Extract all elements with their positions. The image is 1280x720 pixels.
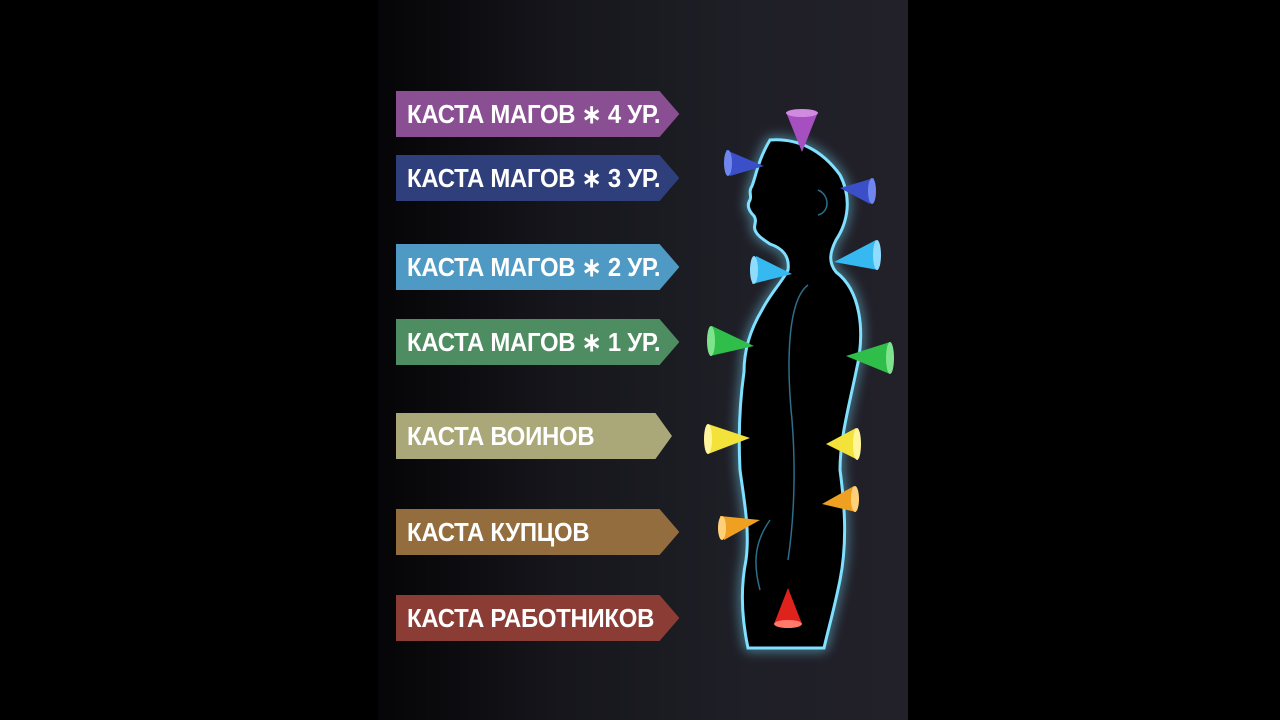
crown-cone-icon: [786, 109, 818, 152]
infographic-panel: КАСТА МАГОВ ∗ 4 УР. КАСТА МАГОВ ∗ 3 УР. …: [378, 0, 908, 720]
caste-label: КАСТА МАГОВ ∗ 1 УР.: [407, 326, 661, 357]
caste-banner-warriors: КАСТА ВОИНОВ: [396, 413, 672, 459]
third-eye-back-cone-icon: [840, 178, 876, 204]
caste-label: КАСТА МАГОВ ∗ 4 УР.: [407, 98, 661, 129]
throat-front-cone-icon: [750, 256, 792, 284]
sacral-front-cone-icon: [718, 516, 760, 540]
heart-back-cone-icon: [846, 342, 894, 374]
solar-plexus-front-cone-icon: [704, 424, 750, 454]
caste-banner-mages-3: КАСТА МАГОВ ∗ 3 УР.: [396, 155, 680, 201]
ear-contour-line: [817, 189, 828, 216]
throat-back-cone-icon: [834, 240, 881, 270]
sacral-back-cone-icon: [822, 486, 859, 512]
heart-front-cone-icon: [707, 326, 754, 356]
root-cone-icon: [774, 588, 802, 628]
human-silhouette-figure: [704, 109, 894, 650]
caste-label: КАСТА ВОИНОВ: [407, 420, 595, 451]
caste-banner-merchants: КАСТА КУПЦОВ: [396, 509, 680, 555]
third-eye-front-cone-icon: [724, 150, 764, 176]
body-silhouette: [737, 138, 863, 650]
caste-banner-workers: КАСТА РАБОТНИКОВ: [396, 595, 680, 641]
solar-plexus-back-cone-icon: [826, 428, 861, 460]
body-contour-line: [787, 284, 809, 561]
caste-label: КАСТА МАГОВ ∗ 3 УР.: [407, 162, 661, 193]
caste-label: КАСТА РАБОТНИКОВ: [407, 602, 655, 633]
caste-banner-mages-2: КАСТА МАГОВ ∗ 2 УР.: [396, 244, 680, 290]
caste-banner-mages-1: КАСТА МАГОВ ∗ 1 УР.: [396, 319, 680, 365]
caste-banner-mages-4: КАСТА МАГОВ ∗ 4 УР.: [396, 91, 680, 137]
arm-contour-line: [755, 519, 771, 591]
caste-label: КАСТА МАГОВ ∗ 2 УР.: [407, 251, 661, 282]
caste-label: КАСТА КУПЦОВ: [407, 516, 590, 547]
